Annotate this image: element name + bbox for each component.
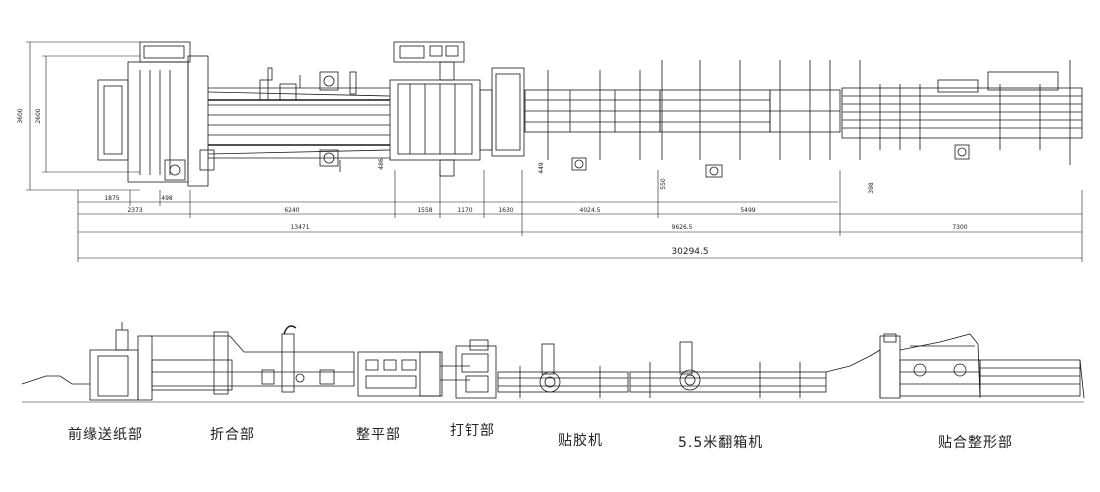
dim-2373: 2373 [127, 207, 142, 214]
dim-1558: 1558 [417, 207, 432, 214]
stitching-side [455, 339, 497, 399]
dim-4024-5: 4024.5 [580, 207, 601, 214]
folding-side [150, 325, 355, 395]
laminating-plan [841, 60, 1083, 165]
height-dim-outer: 3600 [17, 108, 24, 123]
section-label-leveling: 整平部 [356, 427, 401, 443]
section-label-turnover: 5.5米翻箱机 [678, 435, 764, 451]
height-dim-inner: 2600 [35, 108, 42, 123]
side-view [21, 322, 1085, 403]
length-dimension-lines [77, 170, 1083, 262]
leveling-side [357, 351, 470, 397]
leveling-plan [389, 41, 481, 177]
stitching-plan [479, 67, 525, 157]
height-dimension-lines [26, 41, 140, 191]
dim-1170: 1170 [457, 207, 472, 214]
section-label-stitching: 打钉部 [450, 423, 495, 439]
section-label-folding: 折合部 [210, 427, 255, 443]
dim-7300: 7300 [952, 224, 967, 231]
section-label-laminating: 贴合整形部 [938, 435, 1013, 451]
turnover-side [629, 341, 827, 398]
turnover-plan [659, 60, 841, 178]
small-dim-4: 398 [868, 182, 875, 194]
small-dim-2: 449 [538, 162, 545, 174]
feeder-side [21, 322, 153, 401]
dim-5499: 5499 [740, 207, 755, 214]
dim-498: 498 [161, 195, 173, 202]
feeder-plan [97, 41, 209, 187]
folding-plan [199, 67, 391, 172]
dim-9626-5: 9626.5 [672, 224, 693, 231]
dim-13471: 13471 [290, 224, 309, 231]
gluer-plan [524, 70, 661, 171]
small-dim-1: 486 [378, 158, 385, 170]
dim-6240: 6240 [284, 207, 299, 214]
laminating-side [825, 333, 1085, 399]
section-label-gluer: 贴胶机 [558, 433, 603, 449]
gluer-side [497, 343, 629, 398]
dim-1875: 1875 [104, 195, 119, 202]
dim-1630: 1630 [498, 207, 513, 214]
small-dim-3: 550 [660, 178, 667, 190]
dim-total-length: 30294.5 [671, 247, 708, 257]
section-label-feeder: 前缘送纸部 [68, 427, 143, 443]
plan-view: 3600 2600 486 449 550 398 1875 4 [17, 41, 1083, 262]
